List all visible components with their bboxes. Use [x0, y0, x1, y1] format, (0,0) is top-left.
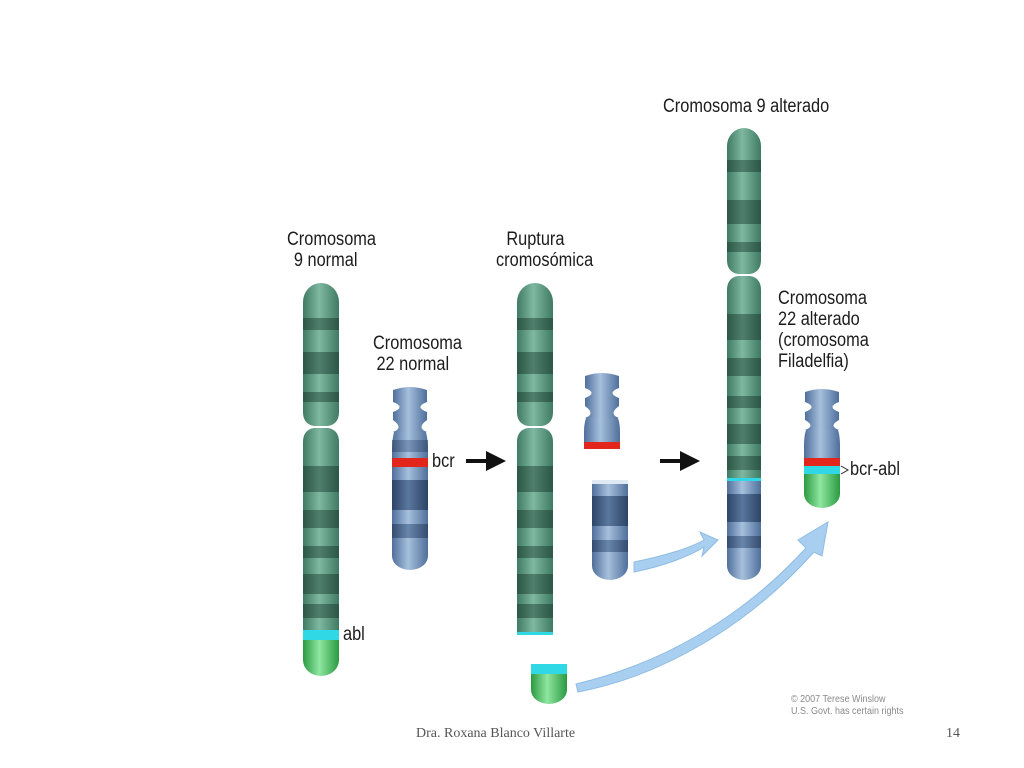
chromosome-9-altered — [727, 128, 761, 580]
arrow-bcr-to-chr9 — [633, 530, 719, 573]
abl-band — [303, 630, 339, 640]
bcr-abl-red-band — [804, 458, 840, 466]
label-line: (cromosoma — [778, 330, 869, 351]
chromosome-22-normal — [392, 387, 428, 570]
label-line: abl — [343, 624, 365, 645]
chromosome-22-altered — [804, 389, 850, 508]
label-gene-bcr: bcr — [432, 451, 455, 472]
label-chromosome-22-normal: Cromosoma 22 normal — [373, 333, 462, 375]
label-chromosome-9-altered: Cromosoma 9 alterado — [663, 96, 829, 117]
chromosome-9-broken — [517, 282, 553, 635]
abl-segment — [303, 640, 339, 676]
chromosome-22-broken — [584, 373, 628, 580]
label-line: Filadelfia) — [778, 351, 849, 372]
label-line: Cromosoma — [287, 229, 376, 250]
label-line: Cromosoma — [373, 333, 462, 354]
page-number: 14 — [946, 726, 960, 741]
chr9-normal-long-arm — [303, 428, 339, 630]
label-line: 9 normal — [293, 250, 358, 271]
bcr-lower-fragment — [592, 480, 628, 580]
copyright-credit: © 2007 Terese Winslow U.S. Govt. has cer… — [791, 694, 904, 718]
arrow-abl-to-philadelphia — [575, 521, 829, 693]
label-line: 22 normal — [376, 354, 450, 375]
label-line: cromosómica — [496, 250, 594, 271]
label-gene-bcr-abl: bcr-abl — [850, 459, 900, 480]
label-line: Cromosoma 9 alterado — [663, 96, 830, 117]
label-chromosome-9-normal: Cromosoma 9 normal — [287, 229, 376, 271]
abl-fragment — [531, 664, 567, 704]
label-line: Ruptura — [506, 229, 565, 250]
bcr-abl-cyan-band — [804, 466, 840, 474]
label-line: bcr-abl — [850, 459, 900, 480]
footer-author: Dra. Roxana Blanco Villarte — [416, 726, 576, 741]
label-line: Cromosoma — [778, 288, 867, 309]
label-gene-abl: abl — [343, 624, 365, 645]
credit-line: © 2007 Terese Winslow — [791, 694, 886, 705]
label-line: bcr — [432, 451, 455, 472]
chromosome-9-normal — [303, 282, 339, 676]
credit-line: U.S. Govt. has certain rights — [791, 706, 904, 717]
label-line: 22 alterado — [778, 309, 860, 330]
bcr-band — [392, 458, 428, 467]
label-rupture: Ruptura cromosómica — [496, 229, 593, 271]
label-chromosome-22-altered: Cromosoma 22 alterado (cromosoma Filadel… — [778, 288, 869, 372]
